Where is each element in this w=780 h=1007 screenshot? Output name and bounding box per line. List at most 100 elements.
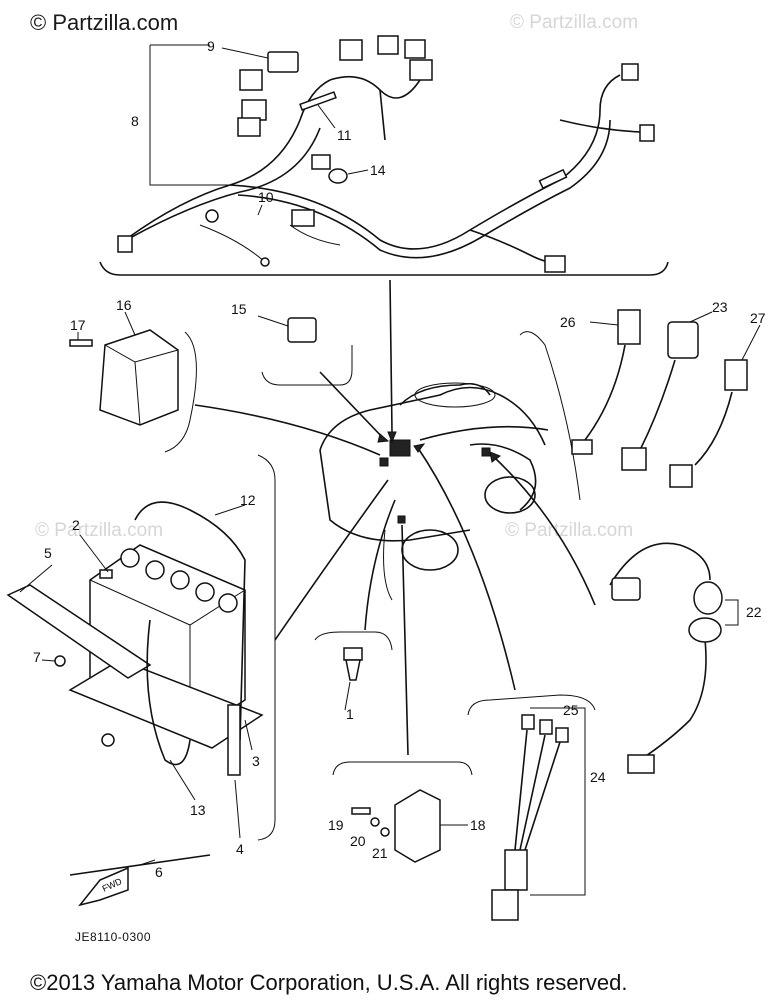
connector-mid: [311, 154, 331, 170]
arrow-16: [194, 404, 381, 456]
cable-22-bottom: [639, 639, 707, 761]
harness-trunk-right: [229, 74, 621, 250]
battery-cap-5: [218, 593, 238, 613]
ring-terminal-10b: [260, 257, 270, 267]
callout-27: 27: [750, 310, 766, 326]
arrow-switches: [419, 425, 549, 441]
wire-branch-mid: [289, 224, 341, 246]
leader-11: [317, 104, 336, 129]
switch-1-body: [343, 647, 363, 661]
ring-terminal-10: [205, 209, 219, 223]
part-18-group: [332, 761, 473, 863]
atv-side: [319, 449, 471, 542]
grommet-22a: [693, 581, 723, 615]
connector-26: [571, 439, 593, 455]
part-24-group: [467, 694, 596, 921]
leader-10: [257, 204, 263, 216]
tube-4: [227, 704, 241, 776]
battery-cap-4: [195, 582, 215, 602]
leader-9: [221, 47, 269, 59]
watermark-faint-top: © Partzilla.com: [510, 12, 639, 33]
mount-point-c: [481, 447, 491, 457]
watermark-faint-right: © Partzilla.com: [505, 520, 634, 541]
diagram-drawing: FWD: [6, 35, 766, 921]
arrowhead-harness: [387, 431, 397, 444]
leader-3: [244, 719, 253, 751]
leader-26: [589, 321, 619, 326]
bolt-17: [69, 339, 93, 347]
wire-24b: [519, 734, 546, 851]
connector-left-a: [239, 69, 263, 91]
switch-23: [667, 321, 699, 359]
arrow-lines: [194, 279, 596, 756]
nut-7: [54, 655, 66, 667]
part-18-body: [394, 789, 441, 863]
connector-9: [267, 51, 299, 73]
callout-18: 18: [470, 817, 486, 833]
ground-wire-10: [199, 224, 266, 263]
cdi-unit-edges: [104, 344, 179, 426]
callout-17: 17: [70, 317, 86, 333]
callout-4: 4: [236, 841, 244, 857]
switch-1-group: [314, 631, 393, 711]
cable-23: [639, 359, 676, 451]
diagram-code: JE8110-0300: [75, 930, 151, 944]
bracket-24: [467, 694, 596, 716]
harness-trunk-right-2: [237, 119, 611, 259]
leader-6: [139, 859, 156, 866]
relay-15: [287, 317, 317, 343]
relay-15-group: [257, 315, 353, 386]
callout-20: 20: [350, 833, 366, 849]
bracket-16: [164, 331, 197, 453]
callout-5: 5: [44, 545, 52, 561]
battery-cap-1: [120, 548, 140, 568]
relay-mount: [389, 439, 411, 457]
wire-sleeve: [538, 168, 568, 190]
cable-12: [134, 501, 246, 741]
arrow-harness: [389, 279, 393, 433]
connector-23: [621, 447, 647, 471]
callout-6: 6: [155, 864, 163, 880]
cap-14: [328, 168, 348, 184]
callout-14: 14: [370, 162, 386, 178]
mount-point-a: [379, 457, 389, 467]
grommet-22b: [688, 617, 722, 643]
callout-1: 1: [346, 706, 354, 722]
cable-26: [584, 344, 626, 441]
connector-top-b: [377, 35, 399, 55]
callout-7: 7: [33, 649, 41, 665]
connector-far-right: [639, 124, 655, 142]
connector-24: [491, 889, 519, 921]
connector-left-c: [237, 117, 261, 137]
connector-top-c: [404, 39, 426, 59]
arrow-battery: [274, 479, 389, 641]
harness-branch-right: [559, 119, 641, 133]
atv-leg: [383, 529, 393, 601]
bolt-19: [351, 807, 371, 815]
atv-rear: [319, 386, 546, 451]
bracket-18: [332, 761, 473, 776]
fwd-arrow: [78, 866, 129, 907]
callout-9: 9: [207, 38, 215, 54]
wire-24a: [514, 729, 528, 851]
arrow-24: [417, 447, 516, 691]
atv-body-group: [319, 382, 546, 601]
battery-cap-3: [170, 570, 190, 590]
cable-13: [146, 619, 191, 766]
leader-4: [234, 779, 241, 839]
battery-strap-5: [6, 584, 152, 679]
bracket-8: [149, 45, 230, 186]
washer-21: [380, 827, 390, 837]
atv-wheel-rear: [484, 476, 536, 514]
harness-bracket: [99, 261, 669, 276]
switch-1-tip: [345, 659, 361, 681]
callout-2: 2: [72, 517, 80, 533]
terminal-25b: [539, 719, 553, 735]
bracket-battery: [257, 454, 276, 841]
callout-25: 25: [563, 702, 579, 718]
wire-24c: [524, 741, 561, 851]
arrowhead-22: [489, 451, 502, 463]
harness-drop: [379, 89, 386, 141]
leader-2: [79, 534, 109, 573]
mount-point-b: [397, 515, 406, 524]
